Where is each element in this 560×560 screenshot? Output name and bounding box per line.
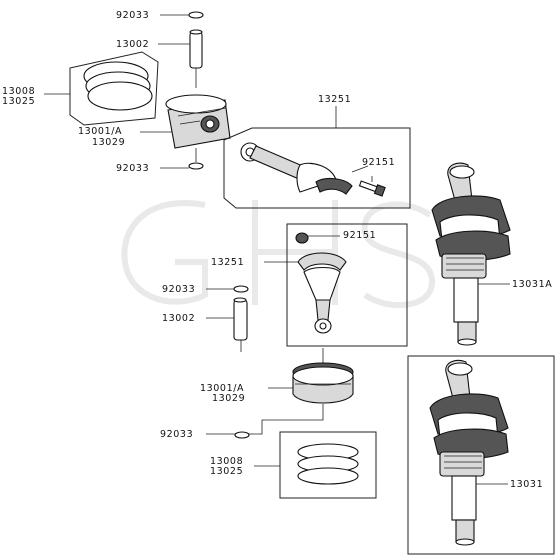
label-13001a-top: 13001/A	[78, 126, 122, 137]
label-92033-low: 92033	[160, 429, 193, 440]
label-13008-top: 13008	[2, 86, 35, 97]
label-13031a: 13031A	[512, 279, 552, 290]
piston-pin-mid	[206, 297, 248, 352]
rod-bolt-top	[358, 176, 386, 197]
piston-rings-box-low	[279, 431, 377, 499]
label-13025-top: 13025	[2, 96, 35, 107]
label-13001a-mid: 13001/A	[200, 383, 244, 394]
connecting-rod-mid	[264, 252, 347, 334]
label-13002-mid: 13002	[162, 313, 195, 324]
piston-rings-low	[254, 443, 359, 485]
piston-rings-top	[44, 51, 159, 126]
label-13251-top: 13251	[318, 94, 351, 105]
piston-pin-top	[158, 29, 203, 88]
label-13002-top: 13002	[116, 39, 149, 50]
label-92033-top: 92033	[116, 10, 149, 21]
piston-top	[140, 94, 231, 162]
circlip-mid	[206, 285, 249, 293]
label-13025-low: 13025	[210, 466, 243, 477]
label-13008-low: 13008	[210, 456, 243, 467]
rod-bolt-mid	[295, 232, 340, 244]
label-92033-mid: 92033	[162, 284, 195, 295]
connecting-rod-top	[240, 142, 369, 195]
ghs-watermark	[121, 200, 435, 309]
label-92033-top2: 92033	[116, 163, 149, 174]
label-13029-top: 13029	[92, 137, 125, 148]
label-92151-top: 92151	[362, 157, 395, 168]
crankshaft-box-b	[407, 355, 555, 555]
label-13251-mid: 13251	[211, 257, 244, 268]
circlip-low	[206, 404, 324, 439]
label-13031: 13031	[510, 479, 543, 490]
conrod-kit-box-mid	[286, 223, 408, 347]
circlip-top	[160, 11, 204, 19]
label-92151-mid: 92151	[343, 230, 376, 241]
crankshaft-a	[431, 162, 511, 346]
piston-mid	[268, 362, 354, 404]
label-13029-mid: 13029	[212, 393, 245, 404]
circlip-top-2	[160, 162, 204, 170]
crankshaft-b	[429, 359, 509, 546]
conrod-kit-box-top	[223, 127, 411, 209]
